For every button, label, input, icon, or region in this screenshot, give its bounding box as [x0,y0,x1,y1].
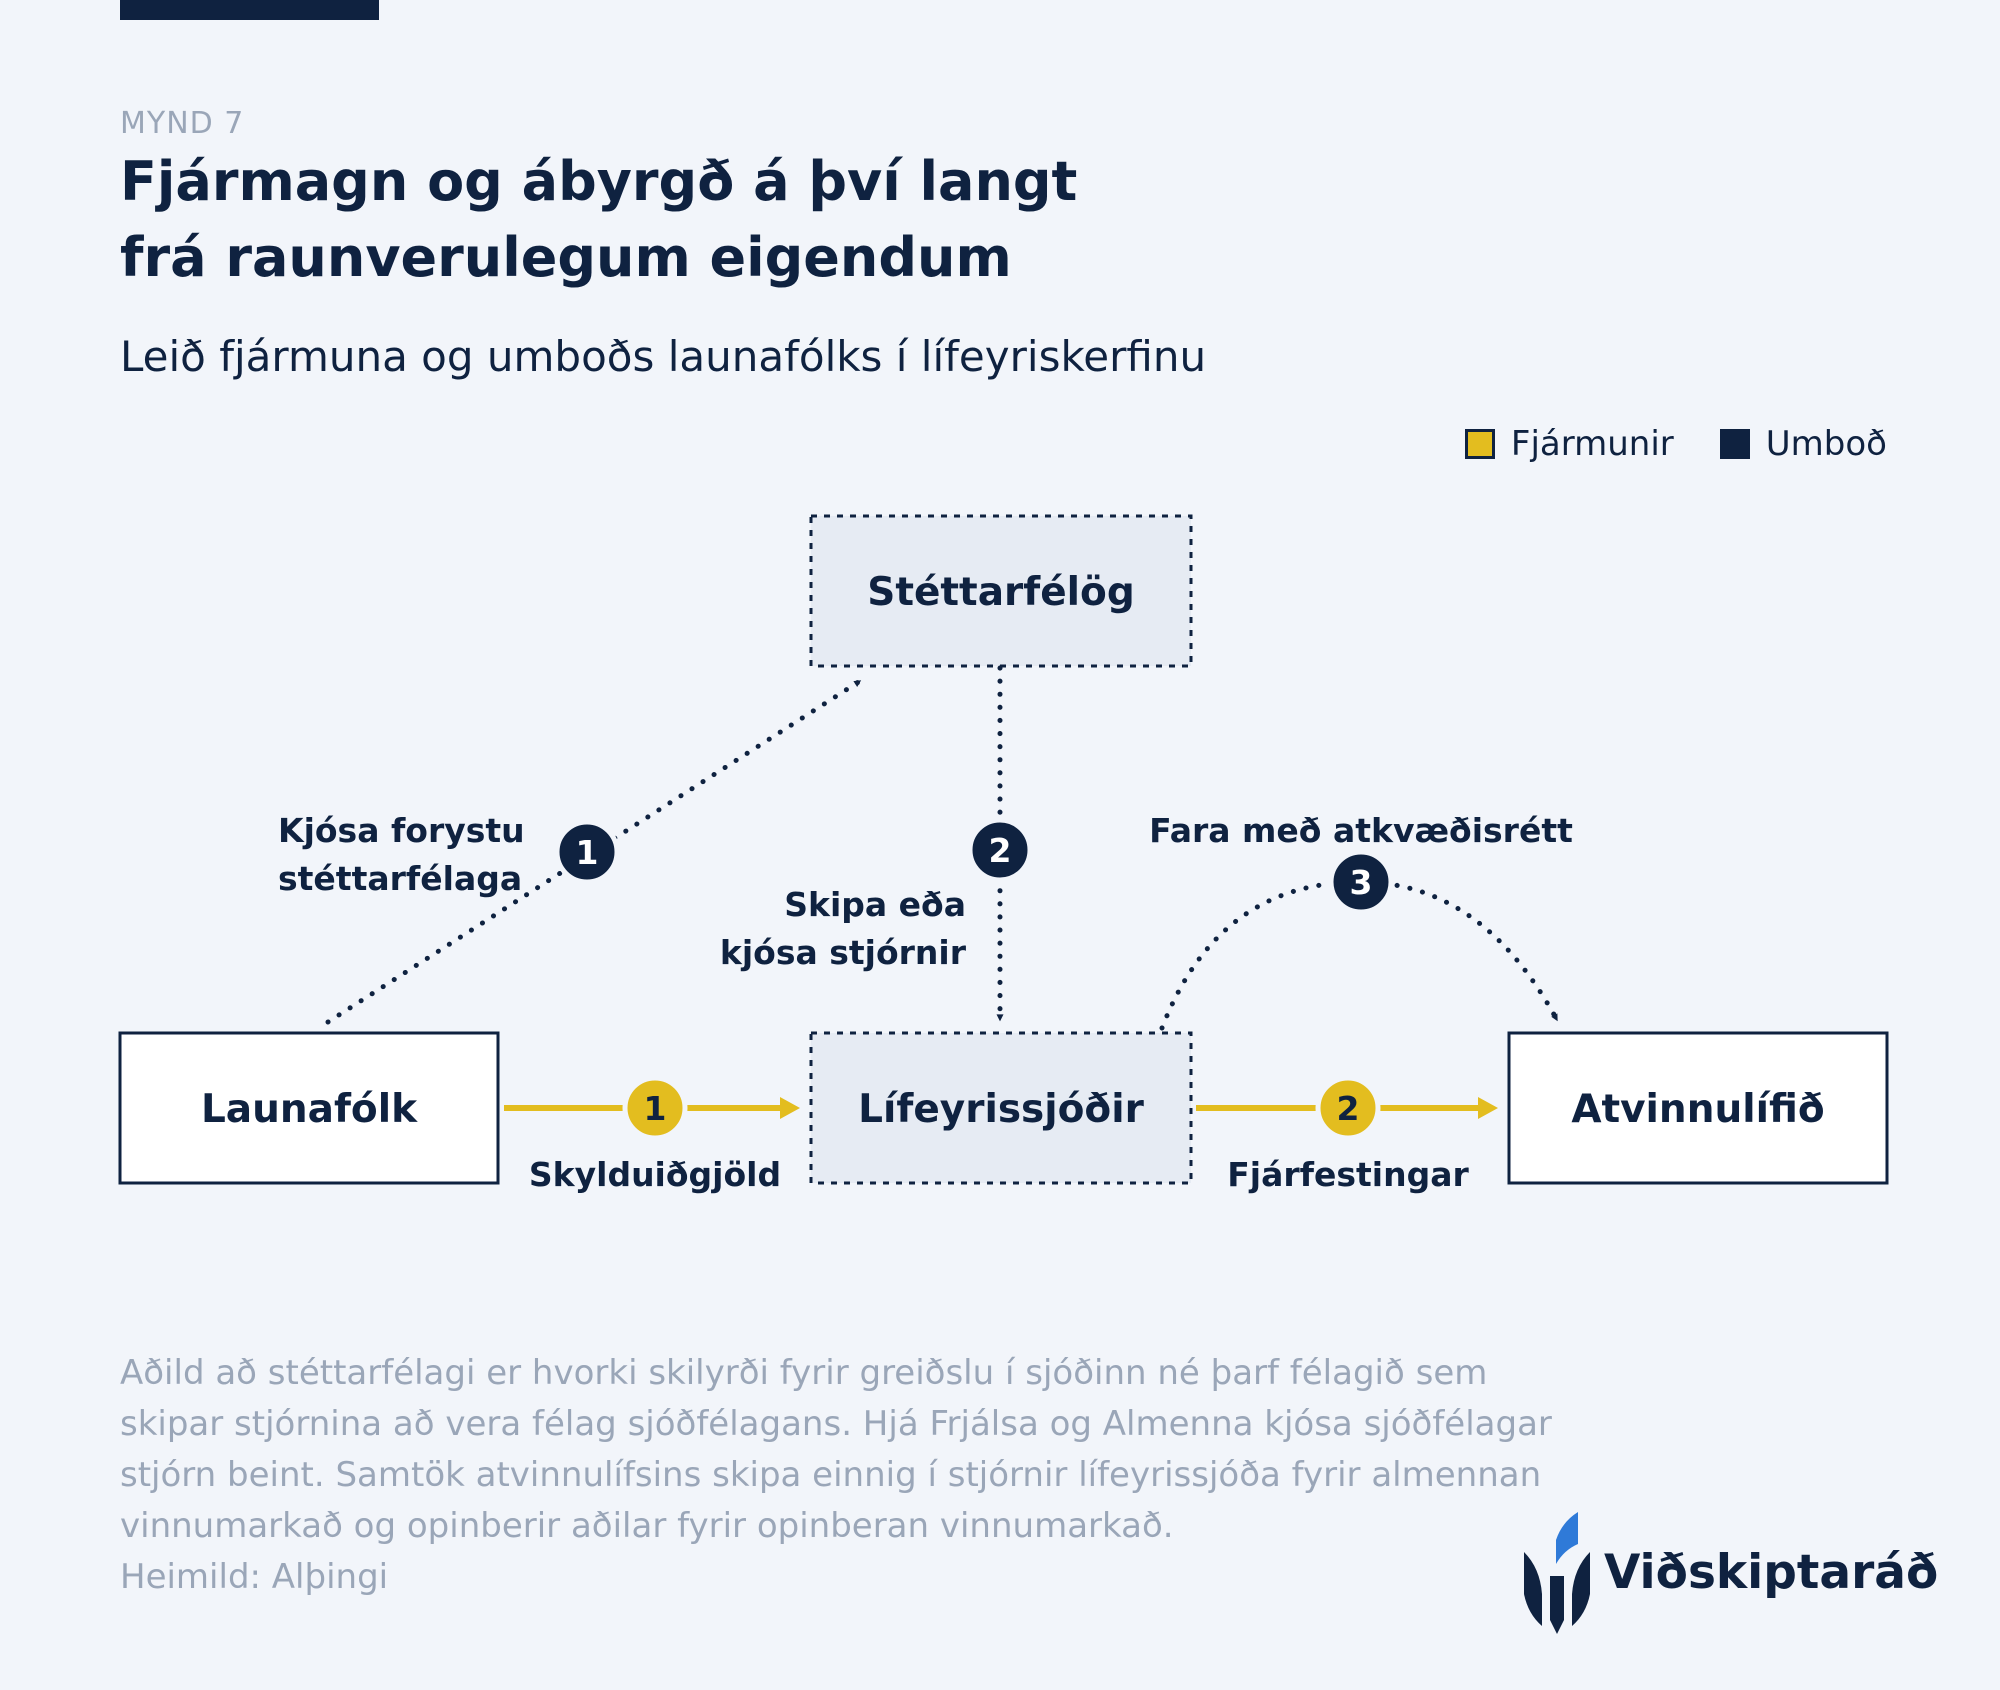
logo: Viðskiptaráð [1522,1510,1938,1634]
node-label-lifeyrissjodir: Lífeyrissjóðir [858,1087,1144,1132]
footnote-line-2: skipar stjórnina að vera félag sjóðfélag… [120,1404,1552,1444]
footnote-line-1: Aðild að stéttarfélagi er hvorki skilyrð… [120,1353,1488,1393]
badge-umbod-3-number: 3 [1350,863,1373,902]
label-kjosa-forystu-2: stéttarfélaga [278,859,522,898]
node-launafolk: Launafólk [118,1031,500,1185]
legend-label-umbod: Umboð [1765,424,1887,464]
legend-swatch-fjarmunir [1464,429,1495,459]
node-atvinnulifid: Atvinnulífið [1507,1031,1889,1185]
legend-item-fjarmunir: Fjármunir [1464,424,1674,464]
logo-text: Viðskiptaráð [1604,1544,1939,1600]
label-skipa-1: Skipa eða [784,885,966,924]
badge-fe-2: 2 [1315,1075,1381,1141]
label-skylduidgjold: Skylduiðgjöld [529,1155,781,1194]
footnote: Aðild að stéttarfélagi er hvorki skilyrð… [120,1348,1560,1603]
node-label-launafolk: Launafólk [201,1087,418,1132]
node-label-atvinnulifid: Atvinnulífið [1571,1087,1824,1132]
figure-number: MYND 7 [120,106,245,141]
title-line-2: frá raunverulegum eigendum [120,226,1012,289]
badge-umbod-2-number: 2 [989,831,1012,870]
title-line-1: Fjármagn og ábyrgð á því langt [120,150,1078,213]
label-atkvaedisrettur: Fara með atkvæðisrétt [1149,811,1573,850]
footnote-line-3: stjórn beint. Samtök atvinnulífsins skip… [120,1455,1542,1495]
badge-umbod-2: 2 [967,817,1033,883]
top-accent-bar [120,0,379,20]
footnote-source: Heimild: Alþingi [120,1557,389,1597]
legend-item-umbod: Umboð [1719,424,1887,464]
node-label-stettarfelog: Stéttarfélög [867,570,1135,615]
page-title: Fjármagn og ábyrgð á því langt frá raunv… [120,144,1220,296]
badge-umbod-1-number: 1 [576,833,599,872]
footnote-line-4: vinnumarkað og opinberir aðilar fyrir op… [120,1506,1174,1546]
label-kjosa-forystu-1: Kjósa forystu [278,811,525,850]
label-fjarfestingar: Fjárfestingar [1227,1155,1469,1194]
node-lifeyrissjodir: Lífeyrissjóðir [809,1031,1193,1185]
page-subtitle: Leið fjármuna og umboðs launafólks í líf… [120,332,1207,381]
leaf-logo-icon [1524,1512,1590,1634]
badge-fe-1: 1 [622,1075,688,1141]
node-stettarfelog: Stéttarfélög [809,514,1193,668]
badge-umbod-3: 3 [1328,849,1394,915]
label-skipa-2: kjósa stjórnir [720,933,967,972]
legend-label-fjarmunir: Fjármunir [1510,424,1674,464]
badge-fe-2-number: 2 [1337,1089,1360,1128]
badge-fe-1-number: 1 [644,1089,667,1128]
legend-swatch-umbod [1719,429,1750,459]
legend: Fjármunir Umboð [1419,424,1887,464]
badge-umbod-1: 1 [554,819,620,885]
